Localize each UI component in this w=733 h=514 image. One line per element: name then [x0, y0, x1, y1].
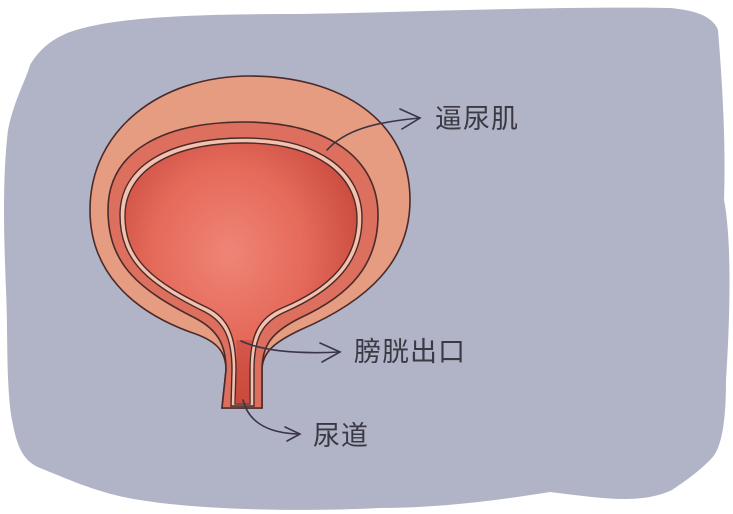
label-detrusor: 逼尿肌 — [435, 104, 519, 135]
urethra-channel — [235, 340, 252, 404]
arrow-bladder-outlet — [240, 340, 342, 363]
arrow-detrusor — [326, 108, 422, 151]
arrow-urethra — [242, 399, 302, 442]
label-bladder-outlet: 膀胱出口 — [354, 337, 466, 368]
label-urethra: 尿道 — [313, 421, 369, 452]
